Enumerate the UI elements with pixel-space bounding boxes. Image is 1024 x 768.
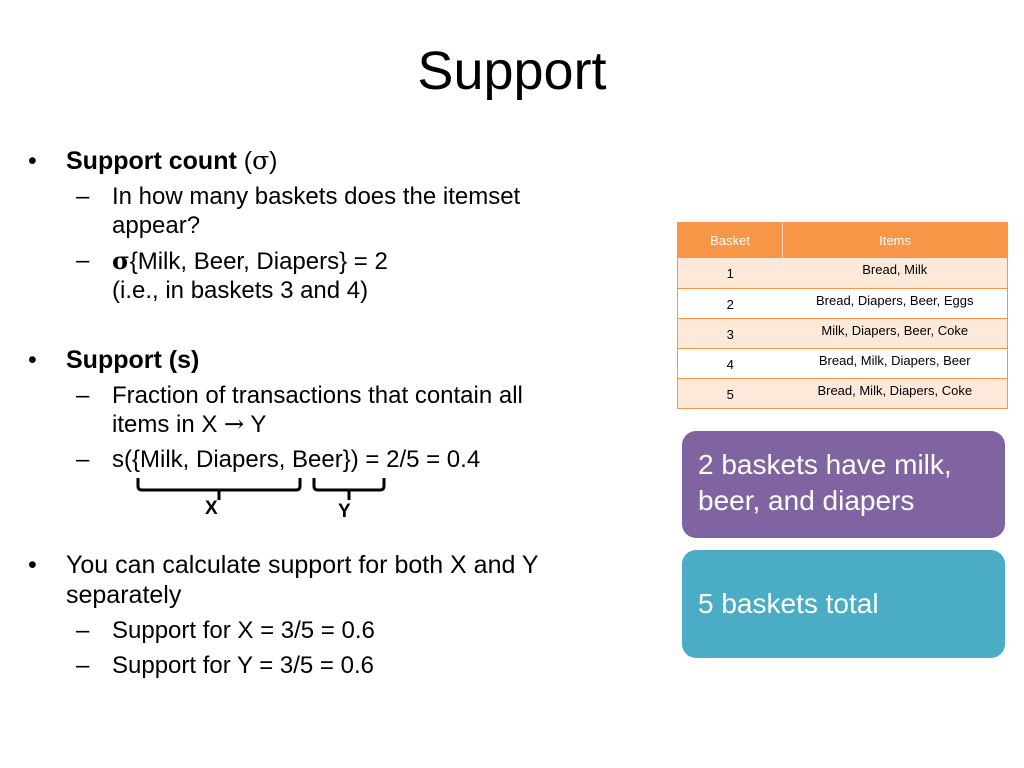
support-y-text: Support for Y = 3/5 = 0.6 [112,652,374,679]
support-count-paren-open: ( [236,147,253,175]
basket-cell: 2 [677,288,783,318]
basket-cell: 5 [677,378,783,408]
sigma-example-text: {Milk, Beer, Diapers} = 2 [129,248,388,275]
support-x-text: Support for X = 3/5 = 0.6 [112,617,375,644]
itemset-question-line2: appear? [112,212,201,239]
brace-x-icon [136,478,302,500]
fraction-definition-line1: Fraction of transactions that contain al… [112,382,523,409]
bullet-glyph: • [28,551,37,579]
callout-five-baskets: 5 baskets total [682,550,1005,658]
dash-glyph: – [76,247,90,274]
basket-cell: 4 [677,348,783,378]
items-cell: Bread, Milk [782,258,1008,288]
slide-title: Support [417,41,607,101]
callout-two-baskets-line1: 2 baskets have milk, [698,449,952,480]
items-cell: Bread, Milk, Diapers, Coke [782,378,1008,408]
column-header-basket: Basket [677,222,783,258]
items-cell: Bread, Diapers, Beer, Eggs [782,288,1008,318]
bullet-support-s: • Support (s) [28,345,668,375]
sub-bullet-fraction-definition: – Fraction of transactions that contain … [28,381,668,439]
basket-cell: 3 [677,318,783,348]
fraction-definition-y: Y [244,411,267,438]
dash-glyph: – [76,617,90,644]
callout-five-baskets-text: 5 baskets total [698,588,879,619]
sigma-symbol: σ [252,146,270,175]
table-row: 5 Bread, Milk, Diapers, Coke [677,378,1008,408]
brace-y-label: Y [338,501,351,522]
table-row: 2 Bread, Diapers, Beer, Eggs [677,288,1008,318]
fraction-definition-line2: items in X [112,411,225,438]
table-row: 3 Milk, Diapers, Beer, Coke [677,318,1008,348]
column-header-items: Items [782,222,1008,258]
table-row: 1 Bread, Milk [677,258,1008,288]
bullet-glyph: • [28,147,37,175]
sub-bullet-itemset-question: – In how many baskets does the itemset a… [28,182,668,240]
support-count-paren-close: ) [269,147,278,175]
brace-x-label: X [205,498,218,519]
baskets-table: Basket Items 1 Bread, Milk 2 Bread, Diap… [677,222,1008,409]
separately-line1: You can calculate support for both X and… [66,551,539,579]
bullet-glyph: • [28,346,37,374]
brace-svg [136,478,386,500]
items-cell: Milk, Diapers, Beer, Coke [782,318,1008,348]
dash-glyph: – [76,183,90,210]
separately-line2: separately [66,581,182,609]
basket-cell: 1 [677,258,783,288]
dash-glyph: – [76,446,90,473]
brace-y-icon [312,478,386,500]
itemset-question-line1: In how many baskets does the itemset [112,183,521,210]
sigma-example-note: (i.e., in baskets 3 and 4) [112,277,369,304]
items-cell: Bread, Milk, Diapers, Beer [782,348,1008,378]
sub-bullet-support-x: – Support for X = 3/5 = 0.6 [28,616,668,645]
sub-bullet-support-example: – s({Milk, Diapers, Beer}) = 2/5 = 0.4 [28,445,668,474]
slide-content: • Support count (σ) – In how many basket… [28,146,668,680]
bullet-support-count: • Support count (σ) [28,146,668,176]
support-s-label: Support (s) [66,346,200,374]
sub-bullet-support-y: – Support for Y = 3/5 = 0.6 [28,651,668,680]
sigma-symbol: σ [112,246,130,275]
callout-two-baskets-line2: beer, and diapers [698,485,915,516]
support-example-text: s({Milk, Diapers, Beer}) = 2/5 = 0.4 [112,446,481,473]
support-count-label: Support count [66,147,237,175]
callout-two-baskets: 2 baskets have milk, beer, and diapers [682,431,1005,538]
brace-annotation: X Y [28,474,668,554]
dash-glyph: – [76,382,90,409]
dash-glyph: – [76,652,90,679]
table-header-row: Basket Items [677,222,1008,258]
bullet-separately: • You can calculate support for both X a… [28,550,668,610]
table-row: 4 Bread, Milk, Diapers, Beer [677,348,1008,378]
sub-bullet-sigma-example: – σ{Milk, Beer, Diapers} = 2 (i.e., in b… [28,246,668,305]
arrow-right-icon: → [224,410,245,438]
